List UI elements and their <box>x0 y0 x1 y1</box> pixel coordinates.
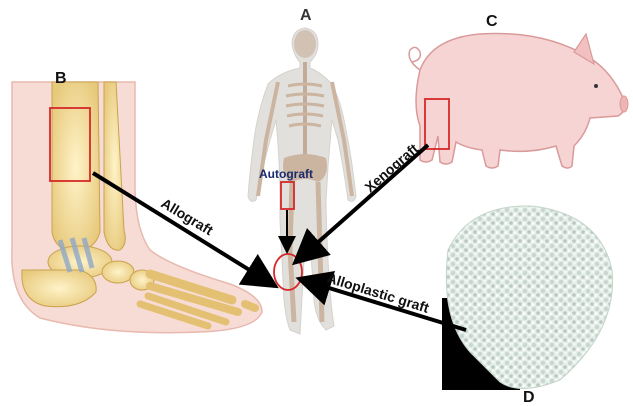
panel-letter-d: D <box>523 389 535 406</box>
pig-illustration: C <box>409 13 628 168</box>
panel-letter-c: C <box>486 13 498 30</box>
panel-letter-a: A <box>300 7 312 24</box>
xenograft-label: Xenograft <box>361 140 421 195</box>
scaffold-photo: D <box>442 206 613 406</box>
autograft-label: Autograft <box>259 167 313 181</box>
panel-letter-b: B <box>55 70 67 87</box>
